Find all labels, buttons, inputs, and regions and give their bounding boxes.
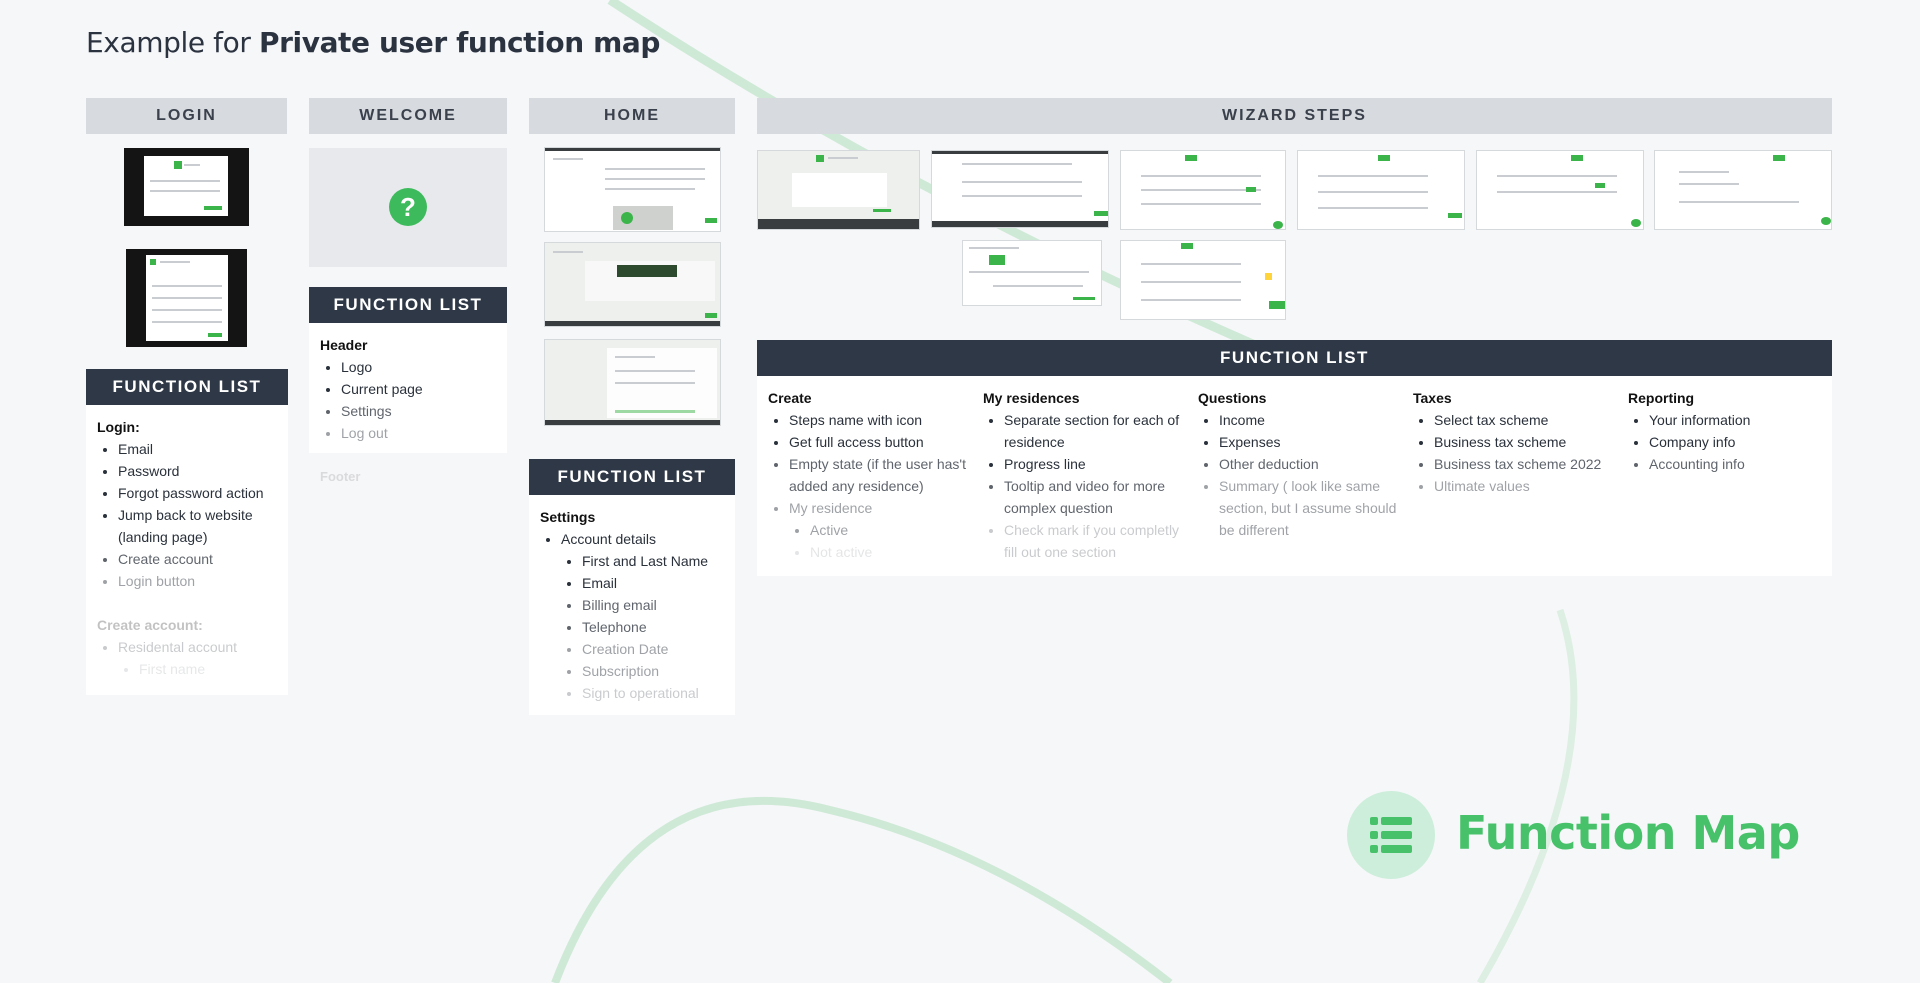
wizard-screenshot-create[interactable] [757,150,920,230]
home-screenshot-2[interactable] [544,242,721,327]
list-item: My residence [789,497,968,519]
list-item: Forgot password action [118,482,285,504]
list-item: Sign to operational [582,682,732,704]
list-item: Residental account [118,636,285,658]
wizard-column-taxes: Taxes Select tax scheme Business tax sch… [1413,387,1613,497]
column-header-home: HOME [529,98,735,134]
create-account-heading: Create account: [97,617,203,633]
login-screenshot-2[interactable] [126,249,247,347]
brand-label: Function Map [1456,806,1800,860]
list-item: Logo [341,356,500,378]
wizard-screenshot-income[interactable] [1120,240,1286,320]
list-item: Expenses [1219,431,1398,453]
column-heading: My residences [983,390,1080,406]
list-item: Ultimate values [1434,475,1613,497]
wizard-screenshot-residences[interactable] [931,150,1109,228]
list-item: Company info [1649,431,1828,453]
column-heading: Taxes [1413,390,1452,406]
column-heading: Reporting [1628,390,1695,406]
wizard-function-list: Create Steps name with icon Get full acc… [757,376,1832,576]
list-item: Current page [341,378,500,400]
brand-icon-circle [1347,791,1435,879]
wizard-column-questions: Questions Income Expenses Other deductio… [1198,387,1398,541]
list-item: Subscription [582,660,732,682]
list-item: Jump back to website (landing page) [118,504,285,548]
list-item: Get full access button [789,431,968,453]
list-item: Business tax scheme [1434,431,1613,453]
login-function-list-header: FUNCTION LIST [86,369,288,405]
column-heading: Create [768,390,812,406]
wizard-column-reporting: Reporting Your information Company info … [1628,387,1828,475]
list-item: Create account [118,548,285,570]
list-item: Progress line [1004,453,1183,475]
column-header-login: LOGIN [86,98,287,134]
list-item: Billing email [582,594,732,616]
column-header-wizard-steps: WIZARD STEPS [757,98,1832,134]
column-heading: Questions [1198,390,1267,406]
list-item: Business tax scheme 2022 [1434,453,1613,475]
page-title: Example for Private user function map [86,26,660,59]
home-function-list-header: FUNCTION LIST [529,459,735,495]
welcome-function-list: Header Logo Current page Settings Log ou… [309,323,507,484]
list-item: First and Last Name [582,550,732,572]
wizard-screenshot-reporting[interactable] [1654,150,1832,230]
home-screenshot-1[interactable] [544,147,721,232]
wizard-screenshot-questions-2[interactable] [1297,150,1465,230]
list-icon [1370,817,1412,853]
list-item: Settings [341,400,500,422]
list-item: Tooltip and video for more complex quest… [1004,475,1183,519]
list-item: Select tax scheme [1434,409,1613,431]
list-item: Creation Date [582,638,732,660]
list-item: Account details [561,528,732,550]
column-header-welcome: WELCOME [309,98,507,134]
list-item: Steps name with icon [789,409,968,431]
list-item: Income [1219,409,1398,431]
wizard-screenshot-taxes[interactable] [1476,150,1644,230]
list-item: Active [810,519,968,541]
home-screenshot-3[interactable] [544,339,721,426]
header-heading: Header [320,337,368,353]
list-item: Summary ( look like same section, but I … [1219,475,1398,541]
list-item: Email [582,572,732,594]
list-item: Accounting info [1649,453,1828,475]
footer-heading: Footer [320,469,361,484]
list-item: Empty state (if the user has't added any… [789,453,968,497]
question-icon: ? [389,188,427,226]
wizard-screenshot-residence-detail[interactable] [962,240,1102,306]
list-item: First name [139,658,285,680]
wizard-function-list-header: FUNCTION LIST [757,340,1832,376]
list-item: Other deduction [1219,453,1398,475]
login-heading: Login: [97,419,140,435]
login-function-list: Login: Email Password Forgot password ac… [86,405,288,695]
wizard-screenshot-questions-1[interactable] [1120,150,1286,230]
list-item: Email [118,438,285,460]
wizard-column-residences: My residences Separate section for each … [983,387,1183,563]
list-item: Separate section for each of residence [1004,409,1183,453]
login-screenshot-1[interactable] [124,148,249,226]
list-item: Your information [1649,409,1828,431]
wizard-column-create: Create Steps name with icon Get full acc… [768,387,968,563]
list-item: Check mark if you completly fill out one… [1004,519,1183,563]
welcome-function-list-header: FUNCTION LIST [309,287,507,323]
list-item: Password [118,460,285,482]
home-function-list: Settings Account details First and Last … [529,495,735,715]
list-item: Telephone [582,616,732,638]
list-item: Log out [341,422,500,444]
list-item: Not active [810,541,968,563]
list-item: Login button [118,570,285,592]
settings-heading: Settings [540,509,596,525]
